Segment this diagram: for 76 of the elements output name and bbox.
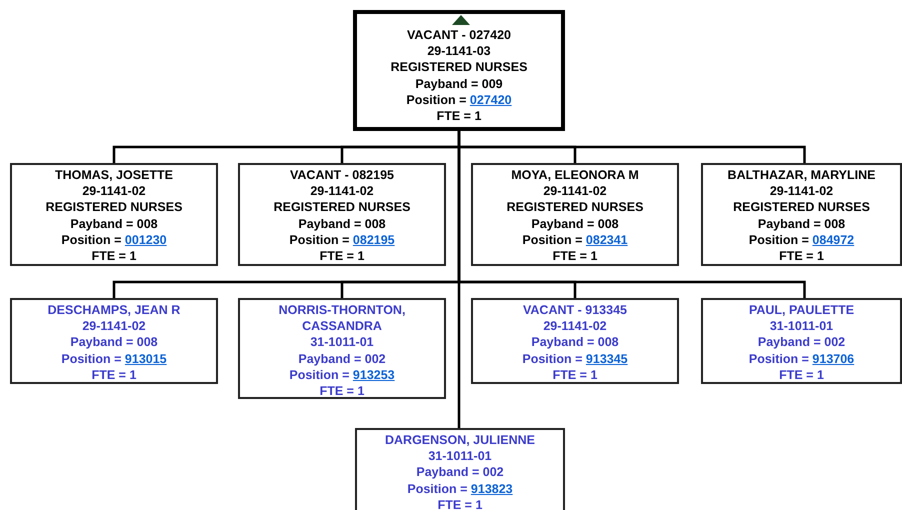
position-text: Position = 084972 <box>748 232 856 248</box>
position-link: 913823 <box>470 482 513 496</box>
position-link: 082341 <box>586 232 628 247</box>
node-text: 29-1141-03 <box>426 43 492 60</box>
node-text: BALTHAZAR, MARYLINE <box>726 167 876 184</box>
position-text: Position = 082195 <box>288 232 396 248</box>
position-text: Position = 913253 <box>288 366 396 384</box>
node-text: REGISTERED NURSES <box>506 199 644 216</box>
node-text: Payband = 008 <box>69 216 159 232</box>
node-text: FTE = 1 <box>318 248 366 264</box>
node-text: FTE = 1 <box>552 248 598 264</box>
position-box <box>238 163 446 266</box>
node-text: FTE = 1 <box>90 366 138 384</box>
node-text: Payband = 008 <box>69 334 159 351</box>
position-box <box>10 298 218 384</box>
node-text: DARGENSON, JULIENNE <box>384 432 536 448</box>
position-link: 913253 <box>352 368 395 382</box>
node-text: 29-1141-02 <box>768 183 834 200</box>
node-text: FTE = 1 <box>318 383 366 400</box>
node-text: Payband = 008 <box>756 216 846 232</box>
node-text: FTE = 1 <box>436 496 484 510</box>
position-box <box>471 298 679 384</box>
node-text: VACANT - 082195 <box>289 167 395 184</box>
position-link: 082195 <box>352 232 395 247</box>
position-box <box>238 298 446 399</box>
node-text: Payband = 009 <box>414 76 504 92</box>
node-text: Payband = 002 <box>756 334 846 351</box>
position-text: Position = 913345 <box>521 350 629 367</box>
node-text: Payband = 008 <box>530 216 620 232</box>
position-box <box>10 163 218 266</box>
position-link: 001230 <box>124 232 167 247</box>
node-text: 29-1141-02 <box>81 318 147 334</box>
node-text: FTE = 1 <box>552 366 598 384</box>
node-text: FTE = 1 <box>436 108 482 124</box>
position-link: 913706 <box>812 352 854 366</box>
node-text: THOMAS, JOSETTE <box>54 167 174 184</box>
position-box <box>471 163 679 266</box>
position-text: Position = 913823 <box>406 480 514 497</box>
node-text: 29-1141-02 <box>309 183 375 200</box>
position-link: 913345 <box>586 352 628 366</box>
node-text: VACANT - 027420 <box>406 27 512 44</box>
position-link: 084972 <box>812 232 854 247</box>
position-box <box>701 163 902 266</box>
position-box <box>701 298 902 384</box>
node-text: FTE = 1 <box>778 248 825 264</box>
node-text: NORRIS-THORNTON, CASSANDRA <box>278 302 406 334</box>
connector-line <box>458 131 460 428</box>
position-link: 027420 <box>470 92 512 107</box>
position-box <box>355 428 565 510</box>
node-text: REGISTERED NURSES <box>732 199 871 216</box>
position-text: Position = 913706 <box>748 350 856 367</box>
position-text: Position = 913015 <box>60 350 168 367</box>
node-text: FTE = 1 <box>778 366 825 384</box>
position-text: Position = 001230 <box>60 232 168 248</box>
node-text: 29-1141-02 <box>542 183 608 200</box>
node-text: 29-1141-02 <box>81 183 147 200</box>
node-text: Payband = 008 <box>530 334 620 351</box>
node-text: 29-1141-02 <box>542 318 608 334</box>
node-text: MOYA, ELEONORA M <box>510 167 640 184</box>
position-link: 913015 <box>124 352 167 366</box>
node-text: REGISTERED NURSES <box>44 199 184 216</box>
position-box <box>353 10 565 131</box>
node-text: 31-1011-01 <box>768 318 834 334</box>
node-text: Payband = 002 <box>297 350 387 367</box>
node-text: REGISTERED NURSES <box>272 199 412 216</box>
node-text: Payband = 002 <box>415 464 505 481</box>
node-text: 31-1011-01 <box>427 448 493 464</box>
node-text: REGISTERED NURSES <box>390 59 528 76</box>
position-text: Position = 027420 <box>405 92 513 108</box>
node-text: 31-1011-01 <box>309 334 375 351</box>
node-text: PAUL, PAULETTE <box>748 302 856 318</box>
node-text: VACANT - 913345 <box>522 302 628 318</box>
node-text: DESCHAMPS, JEAN R <box>46 302 182 318</box>
node-text: FTE = 1 <box>90 248 138 264</box>
position-text: Position = 082341 <box>521 232 629 248</box>
node-text: Payband = 008 <box>297 216 387 232</box>
